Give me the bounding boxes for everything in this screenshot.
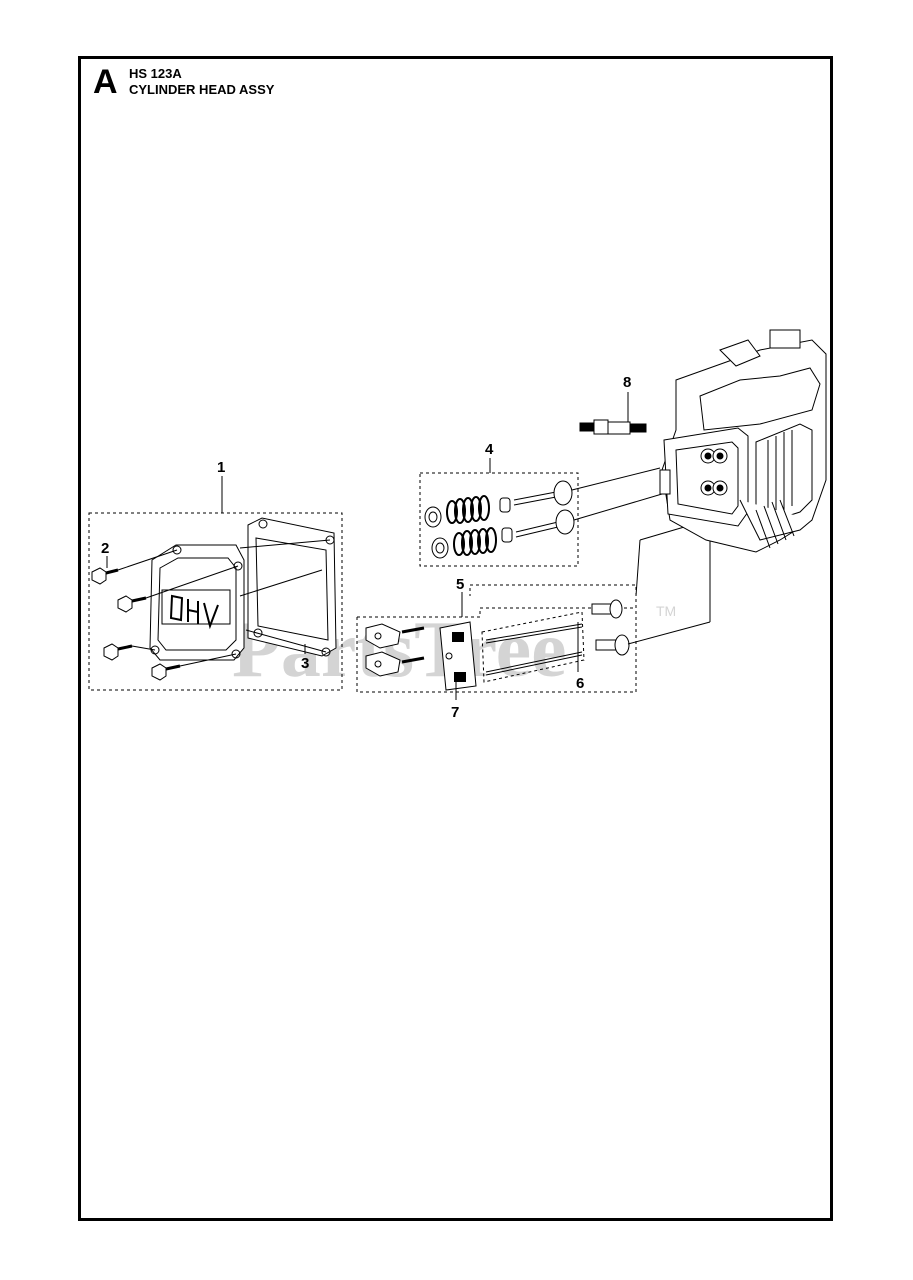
pivot-stud: [401, 626, 425, 664]
rocker-arm: [365, 623, 401, 649]
callout-7: 7: [451, 704, 459, 721]
callout-1: 1: [217, 459, 225, 476]
valve-seal: [499, 497, 511, 513]
callout-6: 6: [576, 675, 584, 692]
spark-plug: [579, 392, 647, 435]
callout-8: 8: [623, 374, 631, 391]
valve-spring-group: [419, 458, 663, 567]
valve-seal: [501, 527, 513, 543]
valve: [515, 509, 575, 538]
callout-4: 4: [485, 441, 494, 458]
valve-spring: [446, 495, 490, 524]
valve-cover-top: [157, 557, 237, 651]
guide-plate: [439, 621, 477, 691]
push-rod: [485, 651, 583, 676]
ohv-emblem: [169, 594, 219, 630]
page-frame: [78, 56, 833, 1221]
rocker-arm-group: [356, 460, 711, 700]
group-1-box: [88, 512, 343, 691]
rocker-arm: [365, 651, 401, 677]
bolt: [117, 595, 147, 613]
gasket: [247, 517, 337, 657]
watermark-trademark: TM: [656, 603, 676, 619]
tappet: [595, 634, 630, 656]
group-5-box: [356, 584, 637, 693]
push-rod: [485, 623, 583, 644]
callout-2: 2: [101, 540, 109, 557]
callout-5: 5: [456, 576, 464, 593]
model-number: HS 123A: [129, 66, 182, 81]
spring-retainer: [431, 537, 449, 559]
section-letter: A: [93, 63, 118, 101]
bolt: [103, 643, 133, 661]
valve-spring: [453, 527, 497, 556]
group-4-box: [419, 472, 579, 567]
bolt: [91, 567, 119, 585]
engine-block: [659, 329, 827, 553]
assembly-title: CYLINDER HEAD ASSY: [129, 82, 275, 97]
tappet: [591, 599, 623, 619]
bolt: [151, 663, 181, 681]
gasket-inner: [255, 537, 329, 641]
callout-3: 3: [301, 655, 309, 672]
spring-retainer: [424, 506, 442, 528]
valve: [513, 480, 573, 506]
